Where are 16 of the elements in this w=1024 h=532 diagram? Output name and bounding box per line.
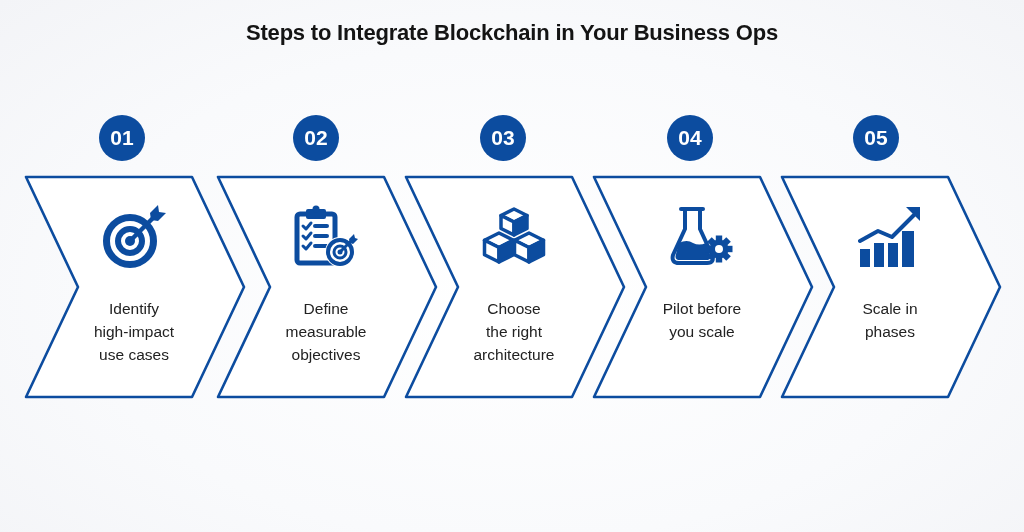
step-number: 01 <box>99 115 145 161</box>
step-number: 02 <box>293 115 339 161</box>
step-text: Pilot before you scale <box>661 299 743 342</box>
step-text: Scale in phases <box>861 299 919 342</box>
step-text: Choose the right architecture <box>472 299 556 365</box>
step-text: Define measurable objectives <box>284 299 368 365</box>
step-card <box>24 175 246 399</box>
diagram-title: Steps to Integrate Blockchain in Your Business Ops <box>246 20 778 45</box>
step-number: 03 <box>480 115 526 161</box>
step-card <box>404 175 626 399</box>
step-card <box>592 175 814 399</box>
step-text: Identify high-impact use cases <box>92 299 176 365</box>
step-card <box>216 175 438 399</box>
step-number: 05 <box>853 115 899 161</box>
step-number: 04 <box>667 115 713 161</box>
step-card <box>780 175 1002 399</box>
